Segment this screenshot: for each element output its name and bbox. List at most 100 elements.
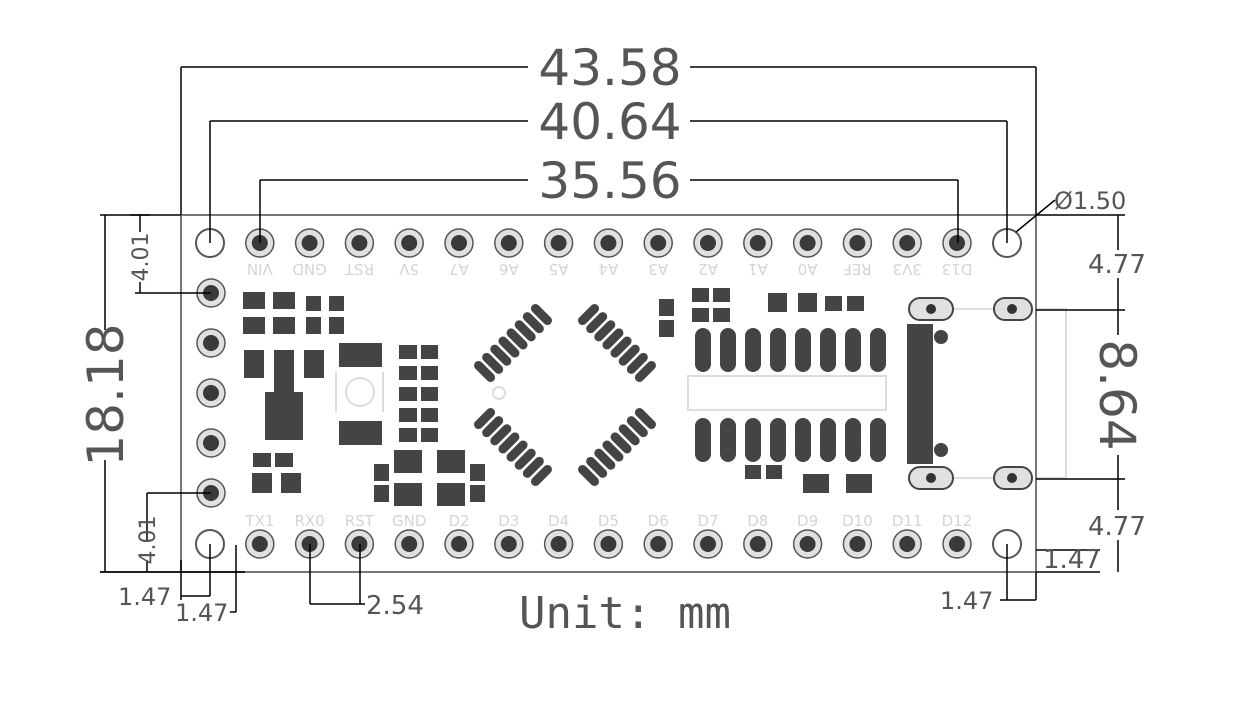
pin-label: 5V bbox=[399, 260, 420, 278]
qfp-pad bbox=[506, 440, 528, 462]
pin-label: GND bbox=[292, 260, 326, 278]
pin-label: D8 bbox=[747, 512, 768, 530]
pin-label: A3 bbox=[648, 260, 668, 278]
qfp-pad bbox=[626, 352, 648, 374]
soic-pad bbox=[820, 418, 836, 462]
pin-pad bbox=[593, 228, 624, 258]
pin-pad bbox=[792, 529, 823, 559]
pin-label: D2 bbox=[448, 512, 469, 530]
pin-pad bbox=[196, 378, 226, 408]
dim-bottom-left-b: 1.47 bbox=[175, 599, 228, 627]
soic-pad bbox=[770, 418, 786, 462]
dim-hole-diameter: Ø1.50 bbox=[1054, 187, 1126, 215]
usb-pads bbox=[908, 297, 1033, 490]
soic-pad bbox=[745, 328, 761, 372]
smd-components bbox=[243, 288, 948, 506]
pin-label: RST bbox=[344, 260, 374, 278]
pin-pad bbox=[643, 529, 673, 559]
pin-pad bbox=[842, 228, 873, 258]
pin-pad bbox=[494, 228, 524, 258]
soic-pad bbox=[870, 328, 886, 372]
qfp-pad bbox=[610, 336, 632, 358]
pin-label: RST bbox=[345, 512, 375, 530]
dim-header-span: 35.56 bbox=[538, 152, 681, 210]
pin-pad bbox=[693, 228, 723, 258]
soic-pad bbox=[795, 418, 811, 462]
pin-pad bbox=[344, 228, 375, 258]
pin-pad bbox=[444, 529, 474, 559]
pin-label: 3V3 bbox=[893, 260, 922, 278]
pin-label: A4 bbox=[598, 260, 618, 278]
pin-pad bbox=[543, 529, 574, 559]
soic-pad bbox=[720, 418, 736, 462]
qfp-pad bbox=[578, 304, 600, 326]
soic-pad bbox=[845, 328, 861, 372]
pin-label: D10 bbox=[842, 512, 873, 530]
qfp-pad bbox=[498, 336, 520, 358]
soic-pad bbox=[695, 328, 711, 372]
qfp-pad bbox=[618, 344, 640, 366]
dim-left-top: 4.01 bbox=[129, 233, 154, 282]
dim-right-edge: 1.47 bbox=[1043, 545, 1101, 575]
pin-pad bbox=[842, 529, 873, 559]
pin-pad bbox=[942, 529, 972, 559]
soic-pad bbox=[745, 418, 761, 462]
qfp-pad bbox=[474, 408, 496, 430]
soic-pad bbox=[870, 418, 886, 462]
qfp-pad bbox=[514, 320, 536, 342]
pin-label: D13 bbox=[942, 260, 973, 278]
pin-pad bbox=[942, 228, 972, 258]
soic-pad bbox=[720, 328, 736, 372]
pin-label: VIN bbox=[247, 260, 273, 278]
pin-pad bbox=[693, 529, 723, 559]
qfp-pad bbox=[514, 448, 536, 470]
qfp-pad bbox=[578, 464, 600, 486]
qfp-pad bbox=[602, 440, 624, 462]
qfp-pad bbox=[610, 432, 632, 454]
qfp-pad bbox=[594, 448, 616, 470]
qfp-pad bbox=[618, 424, 640, 446]
pin-pad bbox=[394, 228, 424, 258]
pin-label: A1 bbox=[748, 260, 768, 278]
pin-label: D12 bbox=[942, 512, 973, 530]
soic-pad bbox=[770, 328, 786, 372]
qfp-pad bbox=[634, 360, 656, 382]
pin-label: A6 bbox=[499, 260, 519, 278]
dim-bottom-left-a: 1.47 bbox=[118, 583, 171, 611]
pin-pad bbox=[892, 529, 922, 559]
dimension-lines bbox=[100, 66, 1125, 613]
qfp-pad bbox=[602, 328, 624, 350]
pin-label: A0 bbox=[798, 260, 818, 278]
pin-label: TX1 bbox=[244, 512, 274, 530]
pin-pad bbox=[543, 228, 574, 258]
qfp-pad bbox=[482, 416, 504, 438]
qfp-pad bbox=[482, 352, 504, 374]
dim-usb-width: 8.64 bbox=[1088, 339, 1146, 450]
dim-width: 18.18 bbox=[77, 323, 135, 466]
pin-label: A2 bbox=[698, 260, 718, 278]
qfp-pad bbox=[634, 408, 656, 430]
pin-pad bbox=[743, 228, 773, 258]
qfp-pad bbox=[522, 456, 544, 478]
pin-pad bbox=[394, 529, 424, 559]
pin-label: D11 bbox=[892, 512, 923, 530]
qfp-chip bbox=[474, 304, 656, 486]
pin-pad bbox=[743, 529, 773, 559]
pin-label: D4 bbox=[548, 512, 569, 530]
qfp-pad bbox=[474, 360, 496, 382]
soic-pad bbox=[695, 418, 711, 462]
qfp-pad bbox=[490, 344, 512, 366]
pin-pad bbox=[196, 428, 226, 458]
qfp-pad bbox=[530, 304, 552, 326]
pin-pad bbox=[643, 228, 673, 258]
soic-pad bbox=[820, 328, 836, 372]
dim-overall-length: 43.58 bbox=[538, 39, 681, 97]
dim-right-bottom: 4.77 bbox=[1088, 512, 1146, 542]
soic-chip bbox=[695, 328, 886, 462]
qfp-pad bbox=[490, 424, 512, 446]
pin-pad bbox=[792, 228, 823, 258]
board-outline bbox=[180, 214, 1037, 573]
dim-hole-spacing: 40.64 bbox=[538, 93, 681, 151]
